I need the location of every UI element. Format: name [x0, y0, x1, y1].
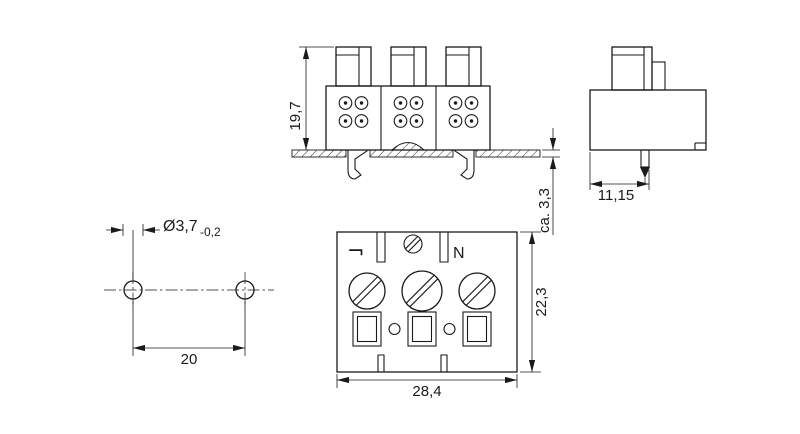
line-marking-symbol: ¬: [347, 239, 365, 263]
dim-hole-tolerance-label: -0,2: [200, 225, 221, 239]
side-view: 11,15: [589, 46, 707, 204]
side-body: [589, 89, 707, 151]
dim-hole-spacing-label: 20: [181, 351, 198, 368]
dim-height-label: 19,7: [287, 101, 304, 130]
dimension-plan-width: 28,4: [336, 374, 518, 400]
dimension-plan-height: 22,3: [520, 231, 550, 373]
front-view: 19,7 ca. 3,3: [287, 46, 560, 235]
top-slot-right: [439, 232, 449, 263]
dim-hole-diameter-label: Ø3,7: [163, 218, 198, 235]
dimension-depth: 11,15: [589, 152, 650, 204]
bottom-slot-left: [377, 354, 385, 372]
wire-openings: [352, 311, 492, 347]
terminal-towers: [335, 46, 482, 87]
contact-pin: [640, 149, 650, 184]
dimension-hole-diameter: Ø3,7 -0,2: [106, 218, 221, 280]
dim-depth-label: 11,15: [598, 187, 634, 204]
wire-entry-ports: [338, 96, 479, 128]
dim-panel-thickness-label: ca. 3,3: [536, 188, 553, 233]
dim-plan-height-label: 22,3: [533, 287, 550, 316]
neutral-marking-label: N: [453, 245, 465, 262]
side-tower: [611, 46, 653, 91]
dim-plan-width-label: 28,4: [412, 383, 441, 400]
dimension-panel-thickness: ca. 3,3: [536, 128, 560, 235]
fixing-screw: [403, 234, 423, 254]
mounting-panel-section: [291, 142, 541, 158]
mounting-holes-view: Ø3,7 -0,2 20: [104, 218, 274, 368]
snap-feet: [347, 150, 475, 180]
terminal-screws: [348, 270, 496, 312]
plan-view: ¬ N 22,3 28,4: [336, 231, 550, 400]
plan-outline: [336, 231, 518, 373]
center-dome: [390, 142, 426, 151]
dimension-hole-spacing: 20: [132, 301, 246, 368]
bottom-slot-right: [440, 354, 448, 372]
top-slot-left: [376, 232, 386, 263]
dimension-height: 19,7: [287, 46, 334, 150]
